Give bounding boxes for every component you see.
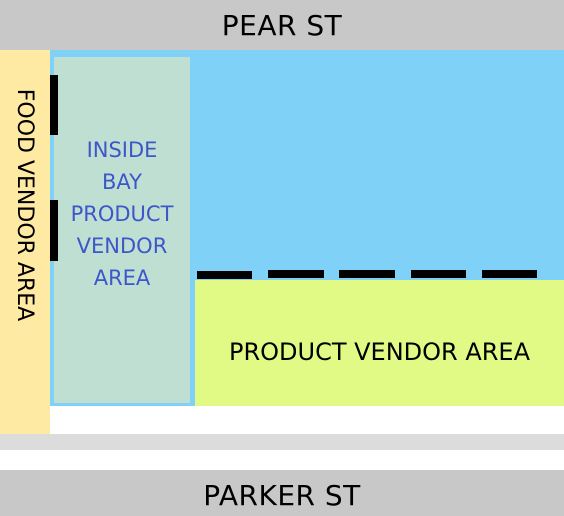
product-vendor-area bbox=[195, 280, 564, 406]
product-vendor-area-label: PRODUCT VENDOR AREA bbox=[195, 322, 564, 382]
inside-bay-product-vendor-area bbox=[52, 55, 192, 405]
food-vendor-area-label: FOOD VENDOR AREA bbox=[5, 45, 45, 365]
parker-street-label: PARKER ST bbox=[203, 478, 361, 512]
inside-bay-label-line: BAY bbox=[102, 170, 142, 194]
side-door-marker bbox=[50, 200, 58, 261]
inside-bay-label-line: VENDOR bbox=[76, 234, 168, 258]
inside-bay-label-line: AREA bbox=[93, 266, 151, 290]
sidewalk-strip bbox=[0, 434, 564, 450]
side-door-marker bbox=[50, 75, 58, 135]
inside-bay-label-line: PRODUCT bbox=[70, 202, 174, 226]
inside-bay-label-line: INSIDE bbox=[86, 138, 158, 162]
food-vendor-area bbox=[0, 50, 50, 434]
bay-door-marker bbox=[268, 270, 324, 278]
product-vendor-area-text: PRODUCT VENDOR AREA bbox=[228, 338, 531, 366]
pear-street: PEAR ST bbox=[0, 0, 564, 50]
bay-door-marker bbox=[411, 270, 466, 278]
inside-bay-label: INSIDE BAY PRODUCT VENDOR AREA bbox=[52, 134, 192, 294]
food-vendor-area-text: FOOD VENDOR AREA bbox=[12, 88, 38, 322]
pear-street-label: PEAR ST bbox=[221, 8, 343, 42]
bay-door-marker bbox=[482, 270, 537, 278]
bay-door-marker bbox=[197, 271, 252, 279]
bay-door-marker bbox=[339, 270, 395, 278]
parker-street: PARKER ST bbox=[0, 470, 564, 516]
